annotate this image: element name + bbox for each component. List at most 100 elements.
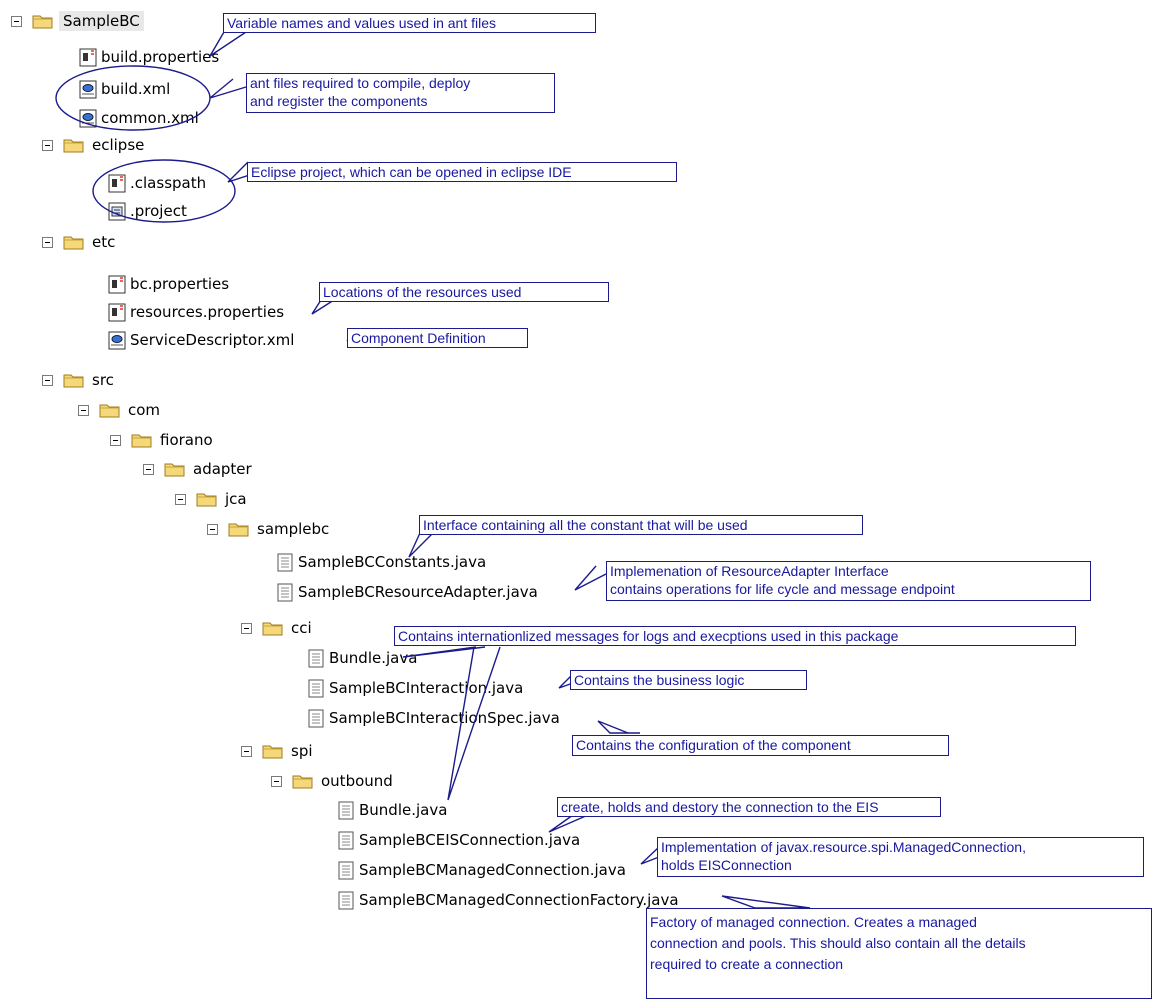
collapse-toggle-icon[interactable]: [110, 434, 121, 446]
callout-line: create, holds and destory the connection…: [561, 799, 879, 815]
tree-label: etc: [92, 233, 116, 251]
connector-resources: [311, 299, 335, 315]
tree-node-common-xml[interactable]: common.xml: [79, 107, 199, 129]
connector-factory: [721, 895, 811, 909]
tree-node-managed-connection-factory-java[interactable]: SampleBCManagedConnectionFactory.java: [337, 889, 679, 911]
folder-icon: [63, 374, 84, 388]
java-file-icon: [277, 553, 293, 571]
folder-icon: [63, 139, 84, 153]
collapse-toggle-icon[interactable]: [207, 523, 218, 535]
tree-node-outbound[interactable]: outbound: [271, 770, 393, 792]
tree-label: SampleBCConstants.java: [298, 553, 487, 571]
tree-node-fiorano[interactable]: fiorano: [110, 429, 213, 451]
tree-node-resource-adapter-java[interactable]: SampleBCResourceAdapter.java: [276, 581, 538, 603]
properties-file-icon: [108, 303, 126, 321]
folder-icon: [262, 622, 283, 636]
collapse-toggle-icon[interactable]: [143, 463, 154, 475]
tree-label: outbound: [321, 772, 393, 790]
tree-node-managed-connection-java[interactable]: SampleBCManagedConnection.java: [337, 859, 626, 881]
callout-line: Contains internationlized messages for l…: [398, 628, 899, 644]
collapse-toggle-icon[interactable]: [175, 493, 186, 505]
tree-label: ServiceDescriptor.xml: [130, 331, 295, 349]
collapse-toggle-icon[interactable]: [241, 622, 252, 634]
callout-line: and register the components: [250, 93, 428, 109]
tree-node-jca[interactable]: jca: [175, 488, 247, 510]
connector-configuration: [597, 720, 640, 734]
tree-label: SampleBCInteraction.java: [329, 679, 524, 697]
tree-node-com[interactable]: com: [78, 399, 160, 421]
tree-node-spi[interactable]: spi: [241, 740, 313, 762]
xml-file-icon: [79, 109, 97, 127]
xml-file-icon: [79, 80, 97, 98]
tree-node-eis-connection-java[interactable]: SampleBCEISConnection.java: [337, 829, 580, 851]
tree-node-src[interactable]: src: [42, 369, 114, 391]
tree-node-resources-properties[interactable]: resources.properties: [108, 301, 284, 323]
folder-icon: [32, 15, 53, 29]
callout-line: Factory of managed connection. Creates a…: [650, 914, 977, 930]
tree-node-bc-properties[interactable]: bc.properties: [108, 273, 229, 295]
collapse-toggle-icon[interactable]: [11, 15, 22, 27]
callout-resources: Locations of the resources used: [319, 282, 609, 302]
callout-factory: Factory of managed connection. Creates a…: [646, 908, 1152, 999]
connector-ant-files: [209, 78, 247, 99]
tree-node-constants-java[interactable]: SampleBCConstants.java: [276, 551, 486, 573]
tree-node-etc[interactable]: etc: [42, 231, 115, 253]
tree-node-samplebc[interactable]: samplebc: [207, 518, 329, 540]
callout-variables: Variable names and values used in ant fi…: [223, 13, 596, 33]
tree-label: spi: [291, 742, 313, 760]
tree-label: SampleBCManagedConnection.java: [359, 861, 626, 879]
collapse-toggle-icon[interactable]: [78, 404, 89, 416]
tree-node-build-properties[interactable]: build.properties: [79, 46, 219, 68]
callout-managed-connection: Implementation of javax.resource.spi.Man…: [657, 837, 1144, 877]
properties-file-icon: [108, 275, 126, 293]
tree-label: Bundle.java: [359, 801, 448, 819]
tree-node-interaction-java[interactable]: SampleBCInteraction.java: [307, 677, 523, 699]
tree-label: resources.properties: [130, 303, 285, 321]
tree-node-interaction-spec-java[interactable]: SampleBCInteractionSpec.java: [307, 707, 560, 729]
tree-label: SampleBCEISConnection.java: [359, 831, 581, 849]
tree-node-outbound-bundle-java[interactable]: Bundle.java: [337, 799, 447, 821]
collapse-toggle-icon[interactable]: [42, 236, 53, 248]
collapse-toggle-icon[interactable]: [271, 775, 282, 787]
xml-file-icon: [108, 331, 126, 349]
callout-line: Eclipse project, which can be opened in …: [251, 164, 572, 180]
java-file-icon: [308, 679, 324, 697]
java-file-icon: [338, 831, 354, 849]
folder-icon: [99, 404, 120, 418]
tree-node-eclipse[interactable]: eclipse: [42, 134, 144, 156]
collapse-toggle-icon[interactable]: [42, 139, 53, 151]
tree-node-adapter[interactable]: adapter: [143, 458, 252, 480]
tree-label: src: [92, 371, 114, 389]
callout-line: Variable names and values used in ant fi…: [227, 15, 497, 31]
java-file-icon: [338, 801, 354, 819]
tree-node-project[interactable]: .project: [108, 200, 187, 222]
callout-line: Interface containing all the constant th…: [423, 517, 748, 533]
tree-node-cci-bundle-java[interactable]: Bundle.java: [307, 647, 417, 669]
folder-icon: [262, 745, 283, 759]
collapse-toggle-icon[interactable]: [241, 745, 252, 757]
collapse-toggle-icon[interactable]: [42, 374, 53, 386]
callout-resource-adapter: Implemenation of ResourceAdapter Interfa…: [606, 561, 1091, 601]
callout-line: ant files required to compile, deploy: [250, 75, 471, 91]
callout-configuration: Contains the configuration of the compon…: [572, 735, 949, 756]
tree-node-service-descriptor[interactable]: ServiceDescriptor.xml: [108, 329, 294, 351]
callout-line: Contains the business logic: [574, 672, 745, 688]
project-file-icon: [108, 202, 126, 220]
folder-icon: [196, 493, 217, 507]
callout-line: Component Definition: [351, 330, 486, 346]
tree-node-samplebc-root[interactable]: SampleBC: [11, 10, 144, 32]
tree-node-build-xml[interactable]: build.xml: [79, 78, 170, 100]
tree-node-cci[interactable]: cci: [241, 617, 312, 639]
tree-label: .classpath: [130, 174, 207, 192]
java-file-icon: [338, 861, 354, 879]
callout-business-logic: Contains the business logic: [570, 670, 807, 690]
callout-line: contains operations for life cycle and m…: [610, 581, 955, 597]
tree-label: SampleBCInteractionSpec.java: [329, 709, 560, 727]
tree-label: SampleBCManagedConnectionFactory.java: [359, 891, 679, 909]
callout-line: Contains the configuration of the compon…: [576, 737, 851, 753]
tree-label: samplebc: [257, 520, 330, 538]
tree-label: Bundle.java: [329, 649, 418, 667]
java-file-icon: [308, 709, 324, 727]
tree-label: eclipse: [92, 136, 145, 154]
tree-node-classpath[interactable]: .classpath: [108, 172, 206, 194]
